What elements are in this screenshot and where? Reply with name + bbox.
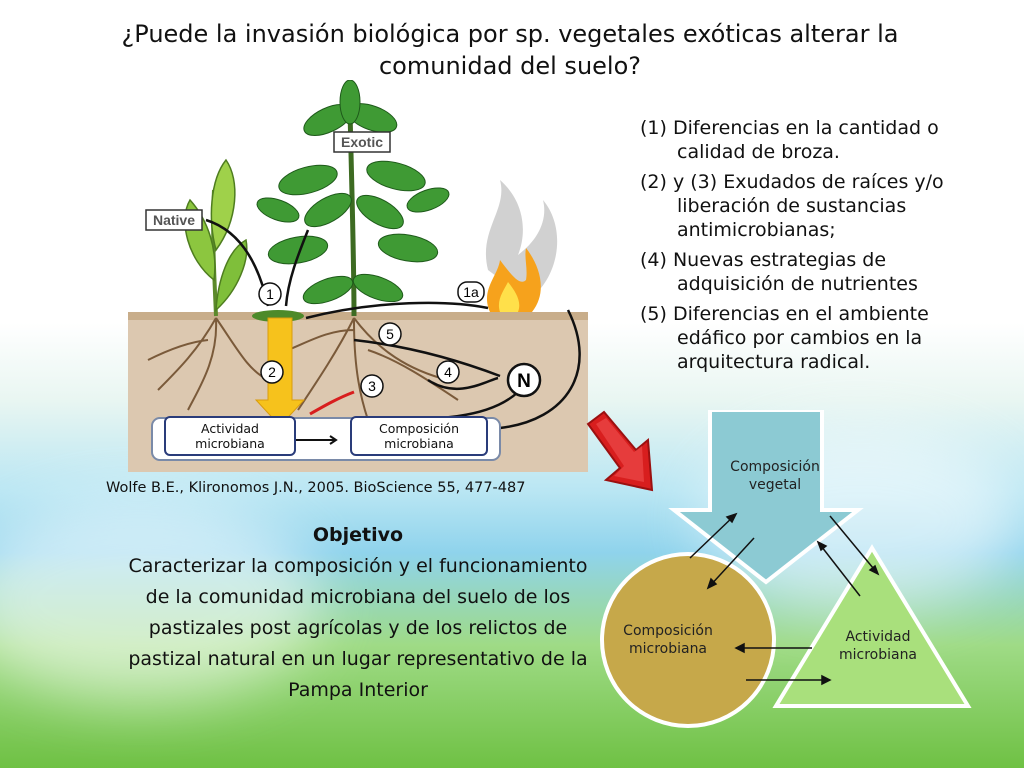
schema-circle-shape — [600, 552, 776, 728]
soil-surface — [128, 312, 588, 320]
marker-3: 3 — [368, 378, 376, 394]
schema-left-label: Composición microbiana — [623, 623, 713, 657]
mechanism-item: (4) Nuevas estrategias de adquisición de… — [640, 249, 918, 295]
marker-1a: 1a — [463, 284, 479, 300]
invasion-mechanism-figure: 1 1a 2 3 4 5 N Native Exotic Actividad m… — [128, 80, 588, 472]
mechanism-markers: 1 1a 2 3 4 5 N — [258, 281, 542, 398]
citation: Wolfe B.E., Klironomos J.N., 2005. BioSc… — [106, 480, 526, 496]
red-inhibition-arrow — [309, 390, 355, 416]
schema-arrows — [689, 512, 880, 686]
marker-2: 2 — [268, 364, 276, 380]
schema-triangle-shape — [772, 544, 972, 708]
mechanism-item: (5) Diferencias en el ambiente edáfico p… — [640, 303, 929, 373]
objective-block: Objetivo Caracterizar la composición y e… — [128, 520, 588, 706]
red-pointer-arrow — [586, 410, 654, 492]
mechanism-item: (2) y (3) Exudados de raíces y/o liberac… — [640, 171, 944, 241]
figure-illustration: 1 1a 2 3 4 5 N Native Exotic — [128, 80, 588, 472]
schema-top-label: Composición vegetal — [730, 459, 820, 493]
mechanism-item: (1) Diferencias en la cantidad o calidad… — [640, 117, 939, 163]
marker-4: 4 — [444, 364, 452, 380]
native-leaf — [215, 238, 248, 312]
box-composicion-microbiana: Composición microbiana — [350, 416, 488, 456]
slide-title: ¿Puede la invasión biológica por sp. veg… — [121, 20, 899, 80]
schema-right-label: Actividad microbiana — [838, 629, 918, 663]
marker-5: 5 — [386, 326, 394, 342]
native-leaf — [210, 158, 236, 252]
marker-n: N — [517, 371, 531, 392]
schema-arrow-shape — [668, 410, 864, 585]
exotic-roots — [287, 317, 459, 421]
native-roots — [147, 317, 269, 411]
mechanism-list: (1) Diferencias en la cantidad o calidad… — [640, 116, 990, 380]
exotic-foliage — [256, 80, 450, 305]
marker-1: 1 — [266, 286, 274, 302]
box-actividad-microbiana: Actividad microbiana — [164, 416, 296, 456]
objective-heading: Objetivo — [312, 524, 404, 546]
fire-illustration — [485, 180, 558, 312]
native-label: Native — [153, 212, 195, 228]
interaction-schema — [600, 410, 972, 728]
exotic-label: Exotic — [341, 134, 383, 150]
objective-text: Caracterizar la composición y el funcion… — [128, 555, 588, 701]
background-glow — [0, 500, 320, 700]
